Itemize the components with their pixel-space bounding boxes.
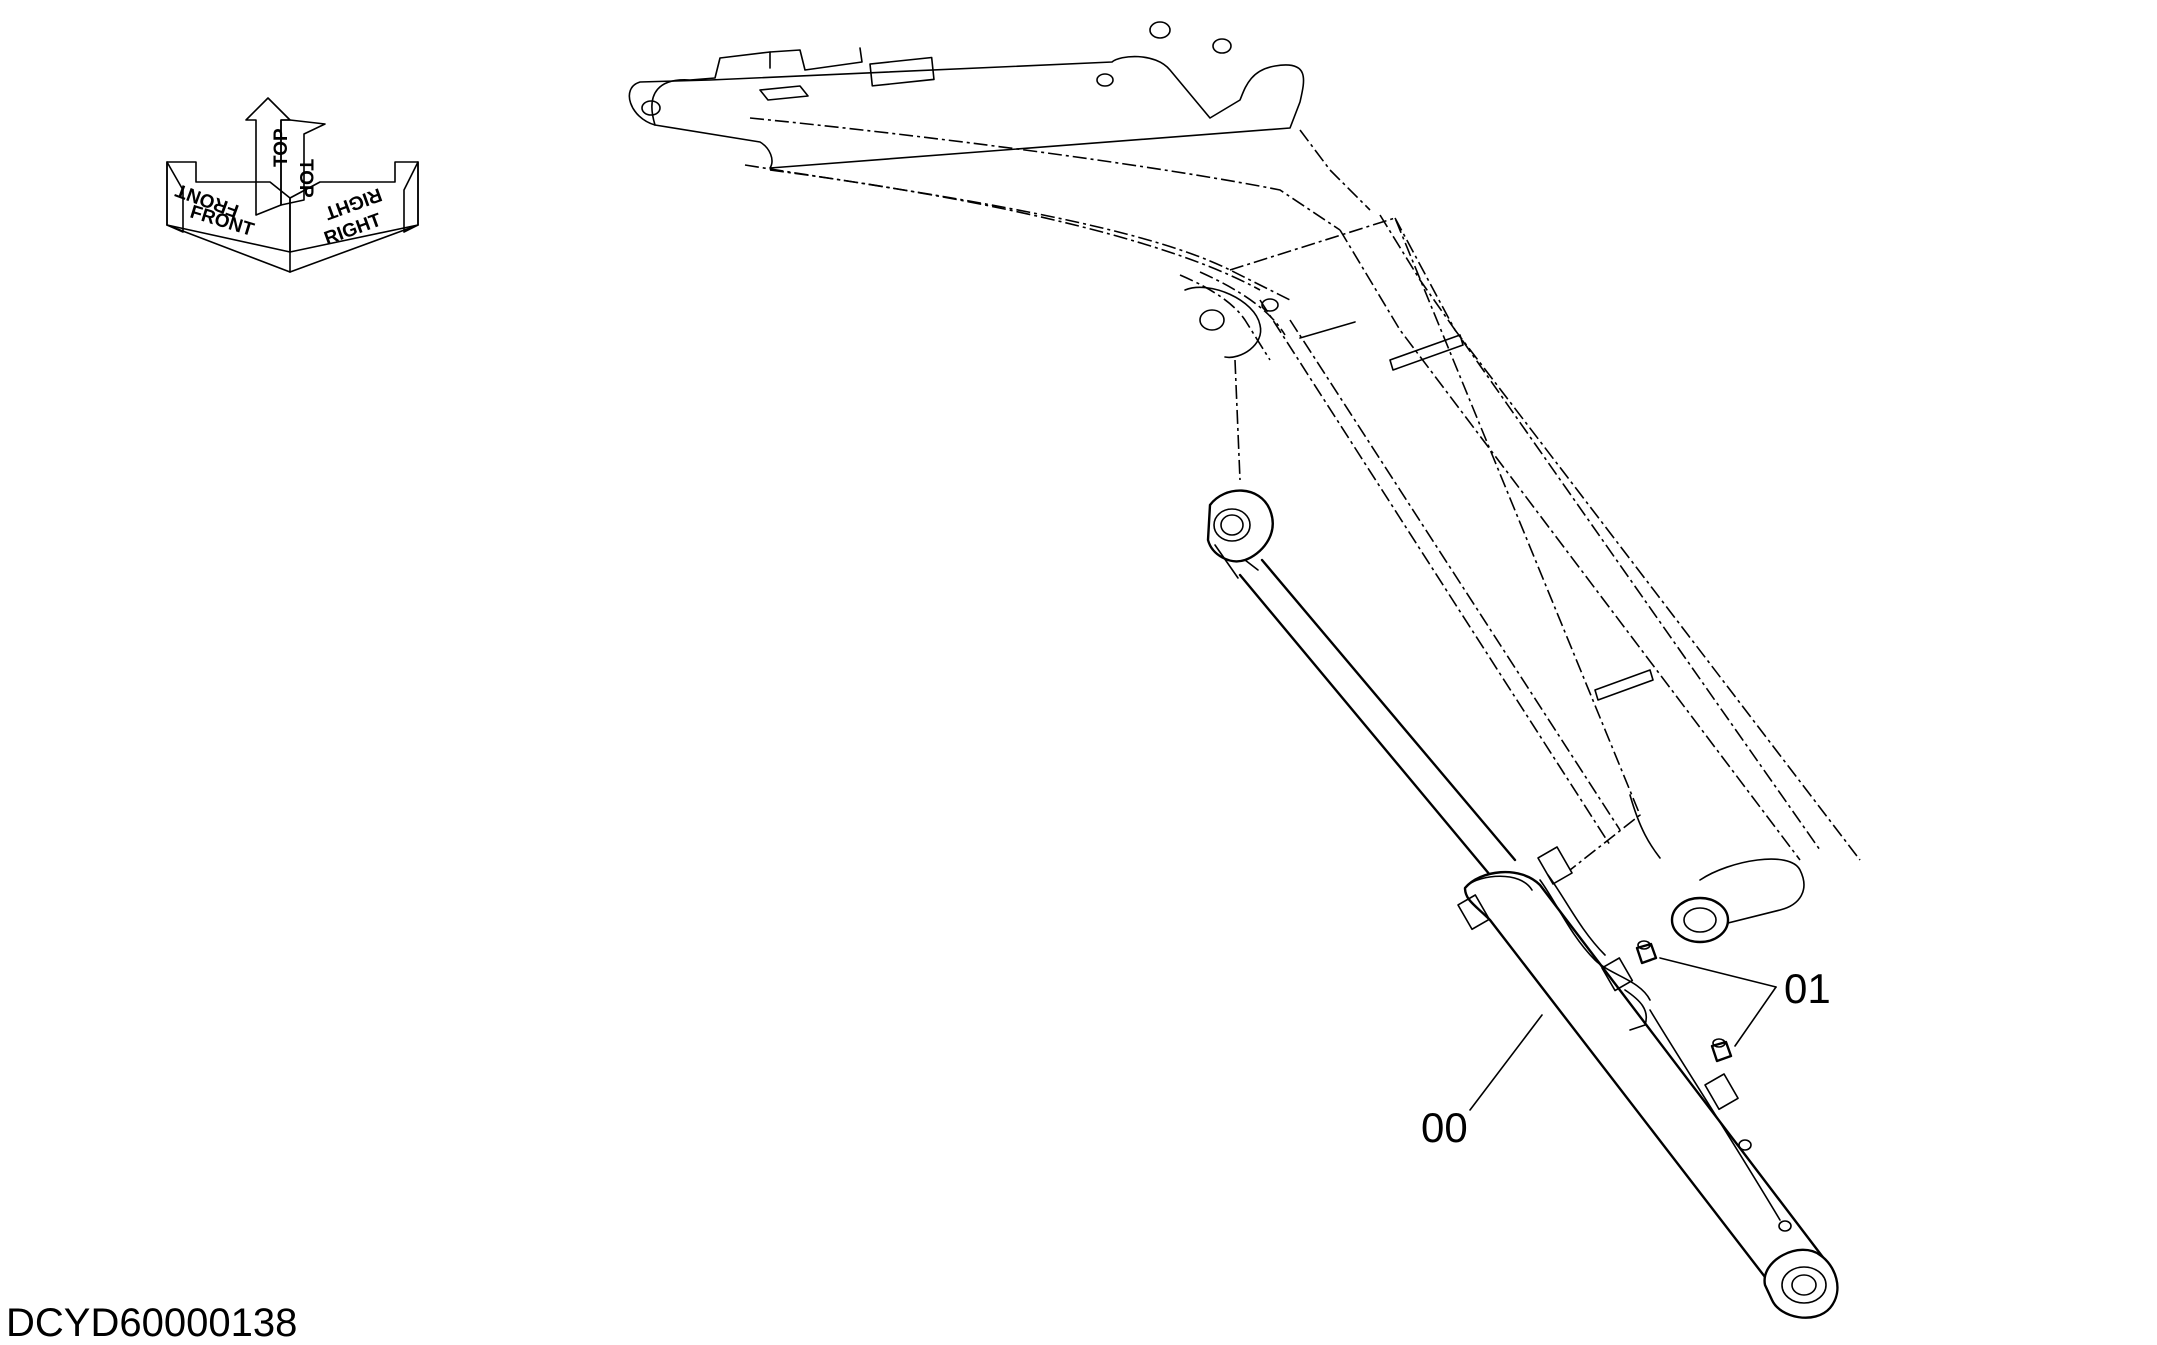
boom <box>628 21 1861 944</box>
drawing-reference: DCYD60000138 <box>6 1301 297 1345</box>
fittings <box>1635 940 1733 1063</box>
callout-01: 01 <box>1784 965 1831 1012</box>
callout-00: 00 <box>1421 1104 1468 1151</box>
top-label: TOP <box>295 159 316 198</box>
hydraulic-cylinder <box>1206 489 1839 1319</box>
orientation-indicator: FRONT FRONT TOP TOP RIGHT RIGHT <box>166 97 419 273</box>
leaders <box>1469 957 1777 1111</box>
top-mirror-label: TOP <box>271 128 292 167</box>
